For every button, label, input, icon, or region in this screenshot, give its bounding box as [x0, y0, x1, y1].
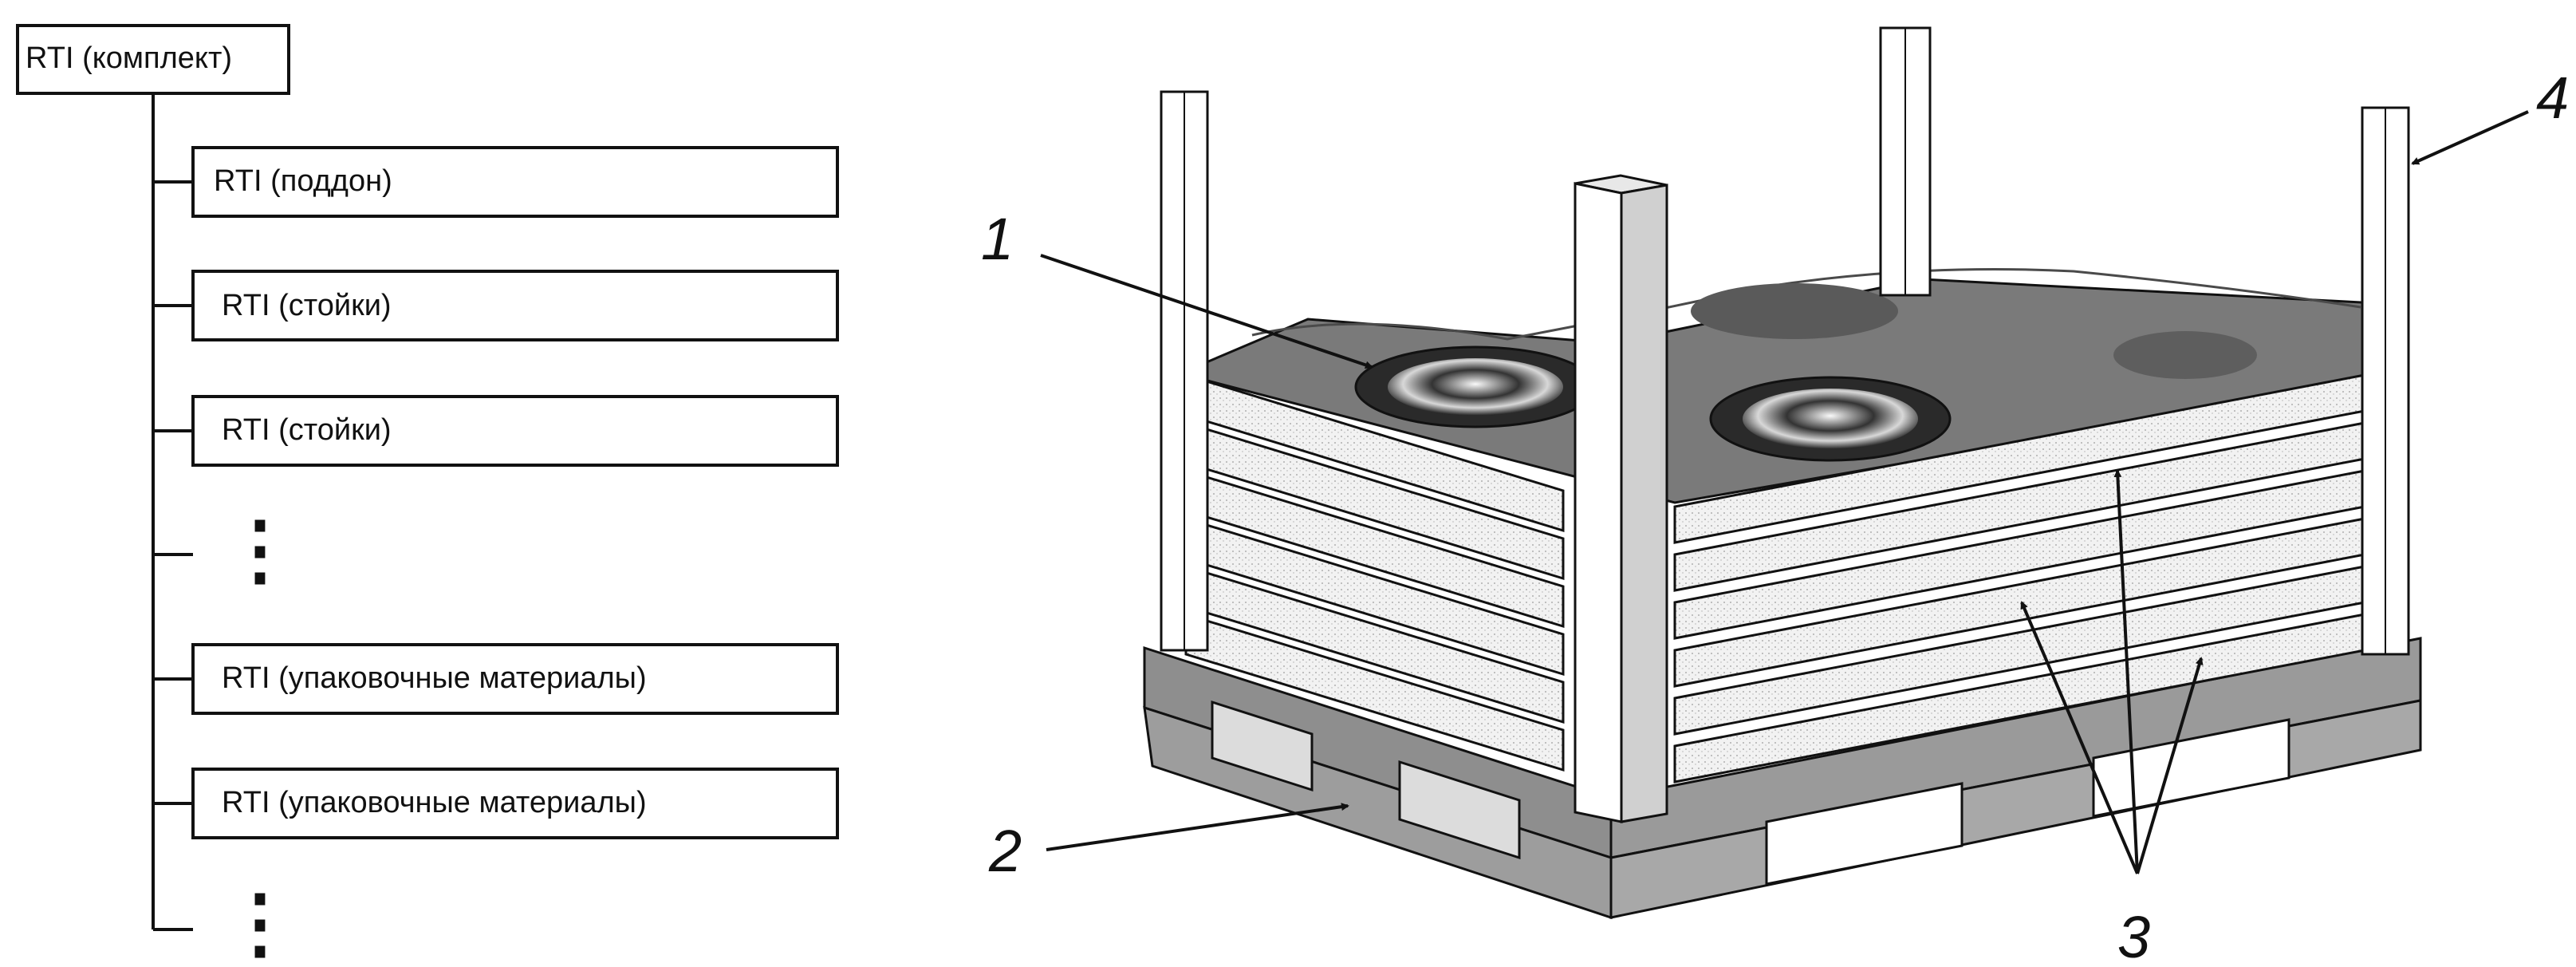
callout-arrow-3 [2113, 469, 2139, 874]
cargo-shadow [1691, 283, 1898, 339]
pallet-illustration: 1 2 3 4 [981, 26, 2569, 967]
stanchion-side [1620, 184, 1668, 823]
stanchions [1160, 26, 2410, 823]
tree-root-label: RTI (комплект) [26, 41, 233, 75]
pallet-base [1143, 637, 2422, 920]
tree-connectors [16, 24, 839, 931]
rti-hierarchy-tree: RTI (комплект) RTI (поддон) RTI (стойки)… [0, 0, 877, 967]
fork-opening [2092, 718, 2290, 818]
tree-root-box [16, 24, 290, 95]
cargo-shadow [2113, 331, 2257, 379]
callout-label-2: 2 [988, 818, 1022, 884]
tree-node-label: RTI (стойки) [222, 413, 392, 447]
tree-ellipsis: ⋮ [222, 507, 298, 593]
fork-opening [1398, 760, 1521, 860]
callout-leaders [1040, 110, 2529, 874]
fork-opening [1765, 782, 1964, 886]
callout-arrow-1 [1040, 254, 1373, 369]
callout-arrow-3 [2136, 657, 2204, 874]
cargo-item-lens-inner [1743, 389, 1918, 449]
callout-label-4: 4 [2536, 65, 2569, 131]
stanchion-post [1574, 182, 1623, 823]
callout-arrow-4 [2411, 110, 2529, 165]
cargo-item-lens-inner [1388, 358, 1563, 416]
tree-node-box [191, 270, 839, 341]
tree-node-box [191, 146, 839, 218]
fork-opening [1211, 700, 1314, 792]
callout-label-3: 3 [2117, 904, 2150, 967]
tree-node-box [191, 768, 839, 839]
cargo-stack [1184, 268, 2378, 783]
tree-node-label: RTI (упаковочные материалы) [222, 661, 647, 695]
tree-node-box [191, 395, 839, 467]
tree-node-label: RTI (поддон) [214, 164, 392, 198]
callout-label-1: 1 [981, 206, 1014, 272]
callout-arrow-2 [1046, 803, 1349, 851]
tree-node-box [191, 643, 839, 715]
tree-node-label: RTI (упаковочные материалы) [222, 786, 647, 819]
tree-node-label: RTI (стойки) [222, 289, 392, 322]
tree-ellipsis: ⋮ [222, 881, 298, 966]
callout-arrow-3 [2020, 601, 2139, 874]
